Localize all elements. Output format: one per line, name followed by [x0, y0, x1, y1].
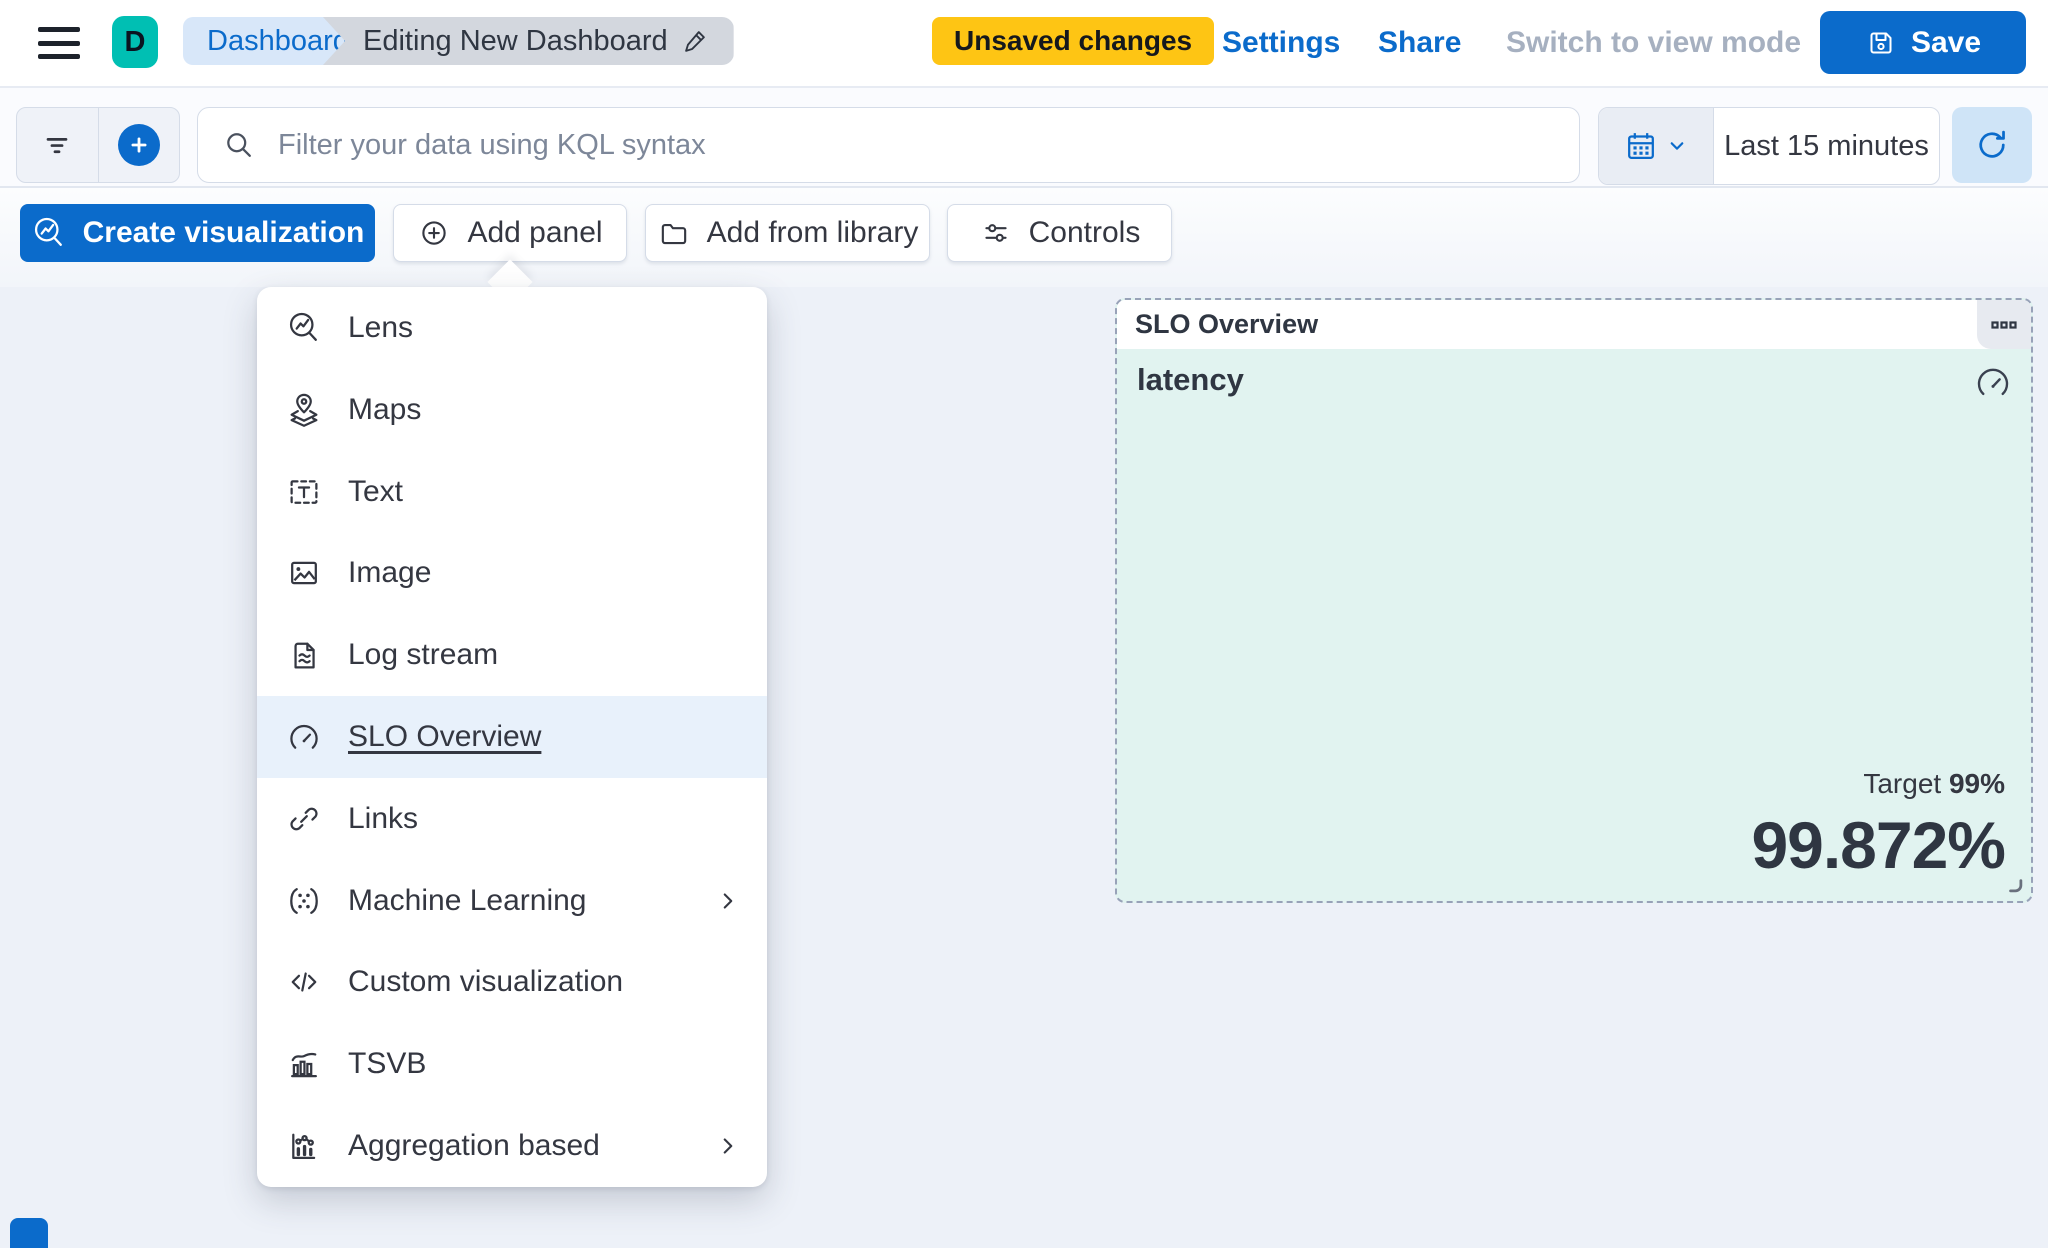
save-button-label: Save: [1910, 25, 1982, 59]
create-visualization-button[interactable]: Create visualization: [20, 204, 375, 262]
machine-learning-icon: [290, 887, 318, 914]
lens-icon: [34, 217, 62, 246]
menu-item-label: Maps: [348, 392, 422, 426]
slo-target-value: 99%: [1948, 768, 2005, 799]
gauge-icon: [1973, 362, 2013, 402]
pencil-icon: [680, 26, 710, 56]
maps-icon: [290, 393, 318, 427]
code-icon: [291, 972, 317, 992]
slo-metric-name: latency: [1137, 362, 1244, 397]
refresh-icon: [1979, 130, 2005, 158]
filter-controls-group: [16, 107, 180, 183]
plus-circle-icon: [117, 124, 160, 166]
menu-item-label: Lens: [348, 310, 414, 344]
add-panel-menu: Lens Maps Text Image Log stream: [257, 287, 767, 1187]
menu-item-label: Log stream: [348, 638, 499, 672]
panel-title[interactable]: SLO Overview: [1135, 309, 1319, 339]
gauge-icon: [290, 724, 318, 749]
controls-button[interactable]: Controls: [947, 204, 1172, 262]
save-disk-icon: [1865, 27, 1897, 59]
controls-label: Controls: [1028, 216, 1141, 249]
unsaved-changes-badge: Unsaved changes: [932, 17, 1215, 65]
slo-target-label: Target: [1863, 768, 1942, 799]
add-panel-button[interactable]: Add panel: [393, 204, 627, 262]
add-from-library-label: Add from library: [706, 216, 919, 249]
menu-item-text[interactable]: Text: [257, 451, 767, 533]
switch-to-view-mode-link[interactable]: Switch to view mode: [1506, 26, 1802, 59]
filter-bar: Last 15 minutes: [0, 88, 2048, 188]
calendar-dropdown-button[interactable]: [1599, 108, 1714, 184]
plus-in-circle-icon: [422, 221, 447, 245]
add-filter-button[interactable]: [99, 108, 180, 182]
menu-item-aggregation-based[interactable]: Aggregation based: [257, 1105, 767, 1187]
header: D Dashboard Editing New Dashboard Unsave…: [0, 0, 2048, 88]
slo-target: Target 99%: [1863, 768, 2005, 800]
dashboard-toolbar: Create visualization Add panel Add from …: [0, 188, 2048, 287]
panel-options-button[interactable]: [1977, 300, 2031, 349]
menu-item-maps[interactable]: Maps: [257, 369, 767, 451]
menu-item-image[interactable]: Image: [257, 532, 767, 614]
filter-icon: [46, 138, 68, 154]
menu-item-custom-visualization[interactable]: Custom visualization: [257, 942, 767, 1024]
filter-options-button[interactable]: [17, 108, 99, 182]
share-link[interactable]: Share: [1378, 26, 1462, 59]
breadcrumb-current-label: Editing New Dashboard: [363, 24, 668, 57]
settings-link[interactable]: Settings: [1222, 26, 1341, 59]
slo-overview-panel: SLO Overview latency Target 99% 99.872%: [1115, 298, 2033, 903]
menu-item-label: Custom visualization: [348, 965, 624, 999]
link-icon: [290, 807, 318, 831]
time-range-picker: Last 15 minutes: [1598, 107, 1940, 185]
lens-icon: [289, 312, 317, 341]
menu-item-log-stream[interactable]: Log stream: [257, 614, 767, 696]
tsvb-icon: [291, 1053, 317, 1078]
aggregation-chart-icon: [292, 1133, 316, 1159]
elastic-logo[interactable]: D: [112, 16, 158, 68]
menu-item-label: Machine Learning: [348, 883, 587, 917]
calendar-icon: [1628, 133, 1654, 159]
text-icon: [290, 479, 318, 504]
menu-item-label: Text: [348, 474, 404, 508]
time-range-value[interactable]: Last 15 minutes: [1724, 129, 1929, 162]
create-visualization-label: Create visualization: [82, 216, 365, 249]
menu-item-links[interactable]: Links: [257, 778, 767, 860]
panel-resize-handle[interactable]: [2003, 873, 2025, 895]
menu-item-label: Aggregation based: [348, 1129, 600, 1163]
menu-item-label: Image: [348, 556, 432, 590]
menu-hamburger-icon[interactable]: [38, 27, 80, 59]
image-icon: [291, 562, 317, 585]
folder-icon: [661, 223, 686, 245]
menu-item-label: Links: [348, 801, 419, 835]
menu-item-tsvb[interactable]: TSVB: [257, 1023, 767, 1105]
menu-item-slo-overview[interactable]: SLO Overview: [257, 696, 767, 778]
boxes-horizontal-icon: [1991, 320, 2017, 329]
menu-item-machine-learning[interactable]: Machine Learning: [257, 860, 767, 942]
refresh-button[interactable]: [1952, 107, 2032, 183]
chevron-down-icon: [1670, 142, 1684, 150]
breadcrumb-editing-dashboard[interactable]: Editing New Dashboard: [323, 17, 734, 65]
menu-item-label: SLO Overview: [348, 719, 542, 753]
kql-search: [197, 107, 1580, 183]
save-button[interactable]: Save: [1820, 11, 2026, 74]
add-from-library-button[interactable]: Add from library: [645, 204, 930, 262]
add-panel-label: Add panel: [467, 216, 603, 249]
slo-sli-value: 99.872%: [1751, 808, 2006, 882]
chevron-right-icon: [723, 1138, 733, 1154]
menu-item-label: TSVB: [348, 1047, 427, 1081]
partial-button-bottom-left[interactable]: [10, 1218, 48, 1248]
menu-item-lens[interactable]: Lens: [257, 287, 767, 369]
breadcrumb-current: Editing New Dashboard: [323, 17, 734, 65]
panel-header: SLO Overview: [1117, 300, 2031, 349]
sliders-icon: [985, 224, 1007, 242]
kql-search-input[interactable]: [197, 107, 1580, 183]
log-stream-icon: [294, 642, 315, 669]
chevron-right-icon: [723, 893, 733, 909]
